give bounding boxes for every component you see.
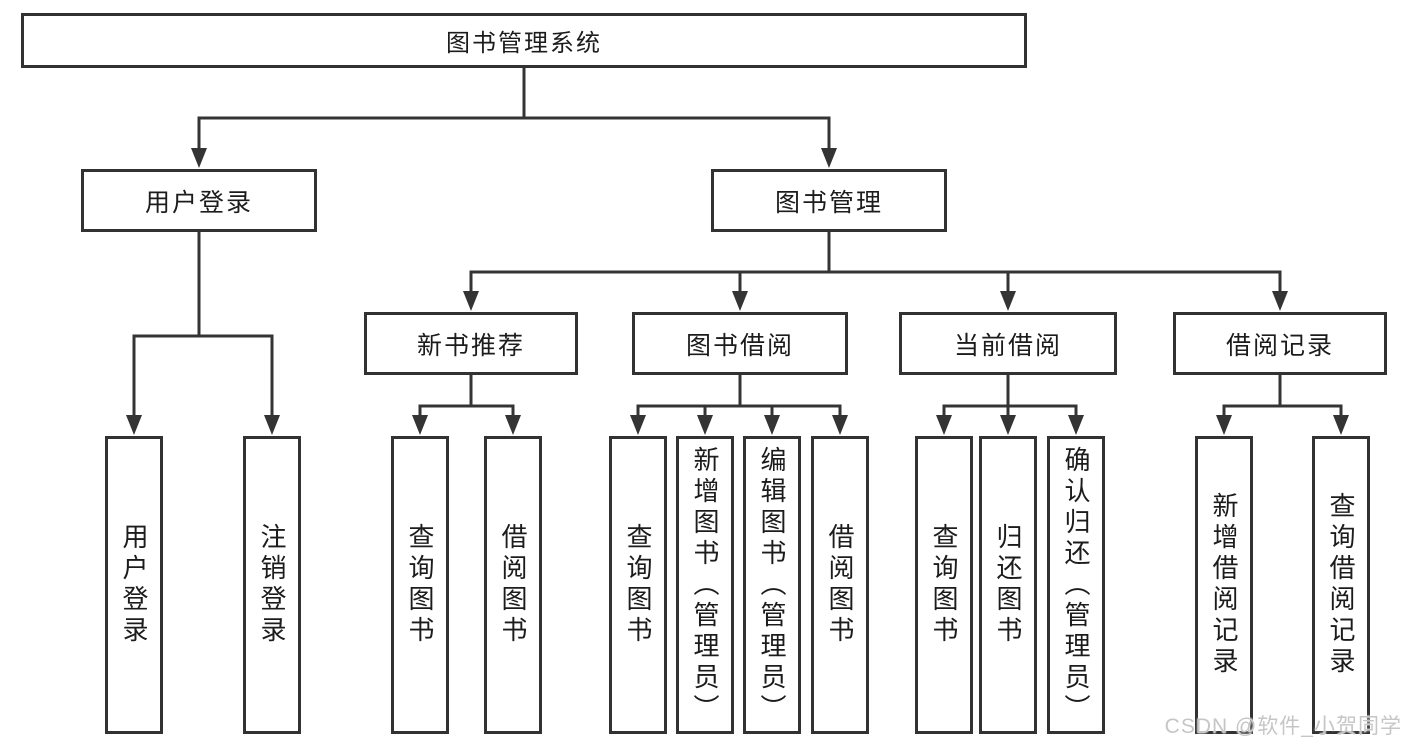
arrowhead [832,415,848,435]
node-leaf-user-login: 用户登录 [105,436,163,734]
edge-book-management-to-level3 [469,228,1282,296]
arrowhead [1272,291,1288,311]
arrowheads [126,148,1349,435]
arrowhead [936,415,952,435]
edge-book-borrow-to-leaves [636,371,842,419]
node-book-management: 图书管理 [711,169,947,232]
node-leaf-return-books: 归还图书 [979,436,1037,734]
arrowhead [412,415,428,435]
arrowhead [630,415,646,435]
node-library-system: 图书管理系统 [21,13,1027,68]
arrowhead [191,148,207,168]
node-leaf-edit-books-admin: 编辑图书（管理员） [743,436,801,734]
arrowhead [821,148,837,168]
arrowhead [1000,291,1016,311]
arrowhead [126,415,142,435]
node-new-book-recommend: 新书推荐 [364,312,578,375]
arrowhead [463,291,479,311]
arrowhead [1068,415,1084,435]
arrowhead [1333,415,1349,435]
arrowhead [264,415,280,435]
node-book-borrow: 图书借阅 [632,312,848,375]
node-leaf-query-books-1: 查询图书 [391,436,449,734]
arrowhead [1216,415,1232,435]
node-borrow-records: 借阅记录 [1173,312,1387,375]
edge-new-book-recommend-to-leaves [418,371,515,419]
arrowhead [505,415,521,435]
arrowhead [697,415,713,435]
arrowhead [732,291,748,311]
node-leaf-borrow-books-1: 借阅图书 [484,436,542,734]
node-leaf-logout: 注销登录 [243,436,301,734]
csdn-watermark: CSDN @软件_小贺同学 [1164,715,1402,738]
node-leaf-add-borrow-record: 新增借阅记录 [1195,436,1253,734]
node-leaf-add-books-admin: 新增图书（管理员） [676,436,734,734]
edge-root-to-level2 [197,64,831,152]
edge-user-login-to-leaves [132,228,274,419]
arrowhead [764,415,780,435]
edge-borrow-records-to-leaves [1222,371,1343,419]
node-user-login: 用户登录 [81,169,317,232]
node-current-borrow: 当前借阅 [899,312,1117,375]
node-leaf-query-borrow-record: 查询借阅记录 [1312,436,1370,734]
arrowhead [1000,415,1016,435]
node-leaf-query-books-3: 查询图书 [915,436,973,734]
node-leaf-query-books-2: 查询图书 [609,436,667,734]
connector-lines [132,64,1343,419]
node-leaf-confirm-return-admin: 确认归还（管理员） [1047,436,1105,734]
node-leaf-borrow-books-2: 借阅图书 [811,436,869,734]
edge-current-borrow-to-leaves [942,371,1078,419]
